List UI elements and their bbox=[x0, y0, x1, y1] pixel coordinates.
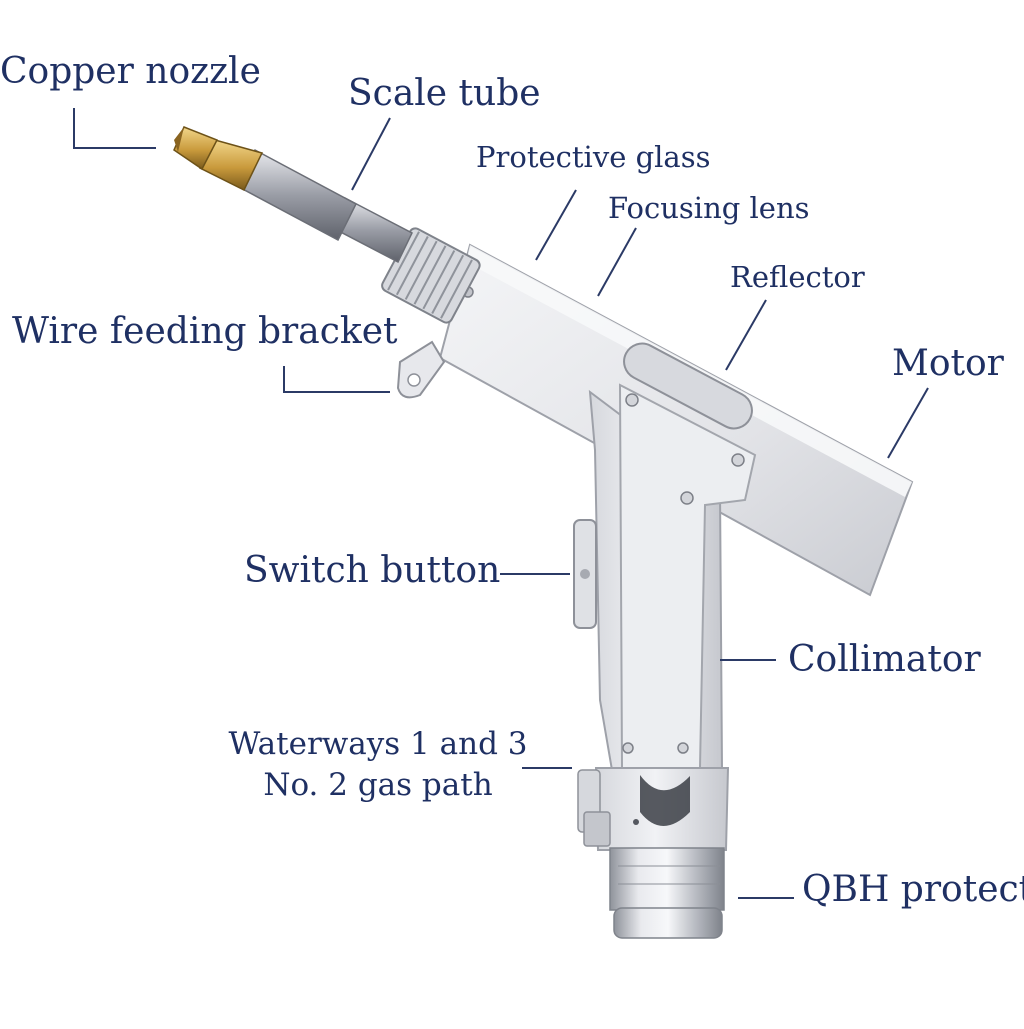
wire-feeding-bracket-shape bbox=[396, 340, 446, 399]
label-scale-tube: Scale tube bbox=[348, 73, 541, 114]
label-waterways-gas-path: Waterways 1 and 3 No. 2 gas path bbox=[228, 724, 528, 806]
gun-handle bbox=[573, 383, 757, 771]
label-focusing-lens: Focusing lens bbox=[608, 191, 810, 225]
label-qbh-protect: QBH protect bbox=[802, 869, 1024, 910]
label-copper-nozzle: Copper nozzle bbox=[0, 51, 261, 92]
leader-lines bbox=[73, 108, 929, 899]
qbh-connector bbox=[609, 847, 725, 939]
scale-tube-shape bbox=[236, 148, 413, 264]
gun-lower-body bbox=[577, 767, 730, 851]
label-protective-glass: Protective glass bbox=[476, 140, 711, 174]
label-collimator: Collimator bbox=[788, 639, 981, 680]
copper-nozzle-shape bbox=[173, 126, 264, 192]
label-waterways-line1: Waterways 1 and 3 bbox=[228, 726, 528, 762]
leader-focusing-lens bbox=[597, 227, 637, 297]
label-reflector: Reflector bbox=[730, 260, 865, 294]
label-motor: Motor bbox=[892, 343, 1004, 384]
label-wire-feeding-bracket: Wire feeding bracket bbox=[12, 311, 398, 352]
leader-reflector bbox=[725, 299, 767, 371]
label-waterways-line2: No. 2 gas path bbox=[263, 766, 493, 803]
leader-motor bbox=[887, 387, 929, 459]
leader-copper-nozzle bbox=[73, 108, 156, 149]
label-switch-button: Switch button bbox=[244, 550, 501, 591]
leader-wire-feeding-bracket bbox=[283, 366, 390, 393]
leader-scale-tube bbox=[351, 117, 391, 191]
reflector-slot bbox=[623, 342, 753, 430]
leader-protective-glass bbox=[535, 189, 577, 261]
